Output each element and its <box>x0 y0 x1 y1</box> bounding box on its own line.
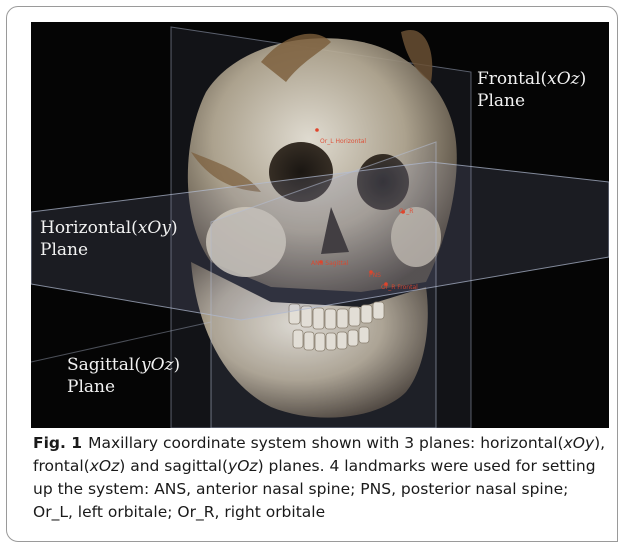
landmark-tag: PNS <box>369 272 381 279</box>
landmark-tag: Or_R Frontal <box>381 284 418 291</box>
sagittal-plane-label: Sagittal(yOz) Plane <box>67 354 180 398</box>
landmark-tag: Or_R <box>399 208 413 215</box>
frontal-plane-label: Frontal(xOz) Plane <box>477 68 586 112</box>
landmark-tag: ANS Sagittal <box>311 260 348 267</box>
figure-label: Fig. 1 <box>33 434 82 452</box>
horizontal-plane-label: Horizontal(xOy) Plane <box>40 217 178 261</box>
figure-caption: Fig. 1Maxillary coordinate system shown … <box>33 432 608 524</box>
ct-render-image: Or_L Horizontal Or_R ANS Sagittal PNS Or… <box>31 22 609 428</box>
landmark-tag: Or_L Horizontal <box>320 138 366 145</box>
